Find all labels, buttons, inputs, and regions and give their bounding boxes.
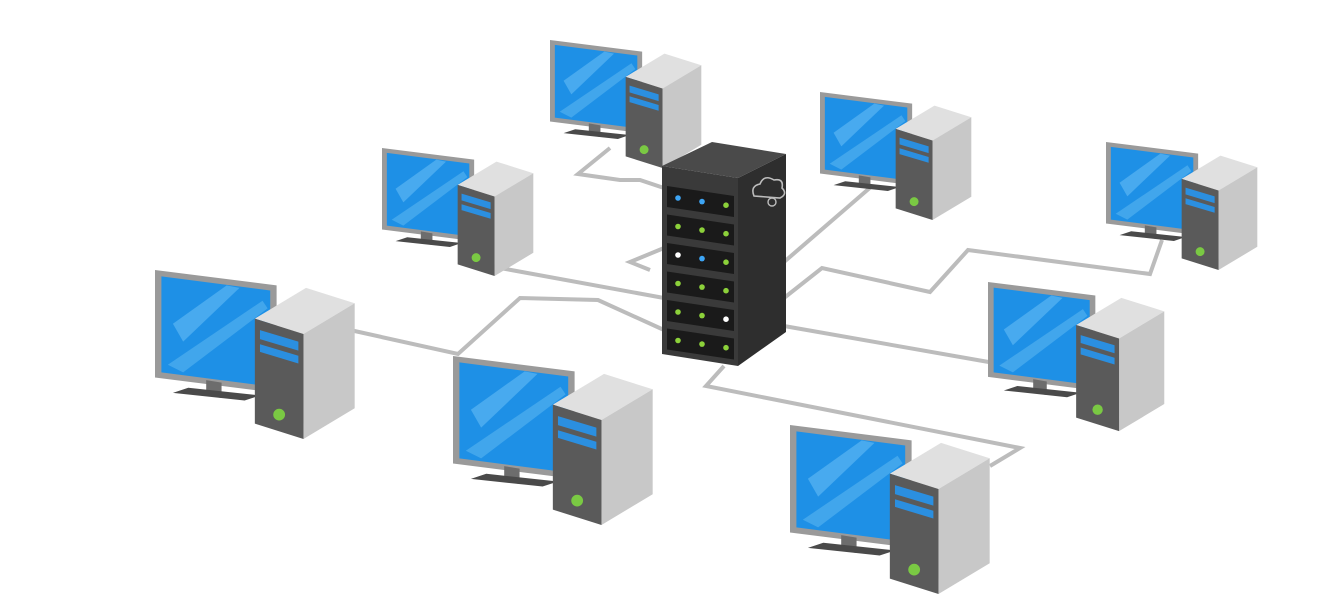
status-led-icon <box>723 202 729 208</box>
status-led-icon <box>723 316 729 323</box>
monitor-screen <box>386 152 470 237</box>
drive-bay <box>667 186 734 217</box>
monitor-icon <box>550 40 643 139</box>
cable-workstation-7 <box>624 246 665 272</box>
drive-bay <box>667 271 734 303</box>
computer-tower-icon <box>457 161 534 277</box>
workstation-2 <box>820 92 972 221</box>
power-led-icon <box>908 563 921 576</box>
monitor-screen <box>993 287 1090 385</box>
workstation-4 <box>1106 142 1258 271</box>
computer-tower-icon <box>889 442 990 594</box>
status-led-icon <box>675 309 681 315</box>
workstation-3 <box>382 148 534 277</box>
status-led-icon <box>699 284 705 290</box>
status-led-icon <box>699 198 705 205</box>
computer-tower-icon <box>1181 155 1258 271</box>
status-led-icon <box>699 312 705 319</box>
status-led-icon <box>675 223 681 230</box>
status-led-icon <box>723 259 729 266</box>
cable-workstation-6 <box>783 324 1001 366</box>
monitor-icon <box>820 92 913 191</box>
status-led-icon <box>675 195 681 201</box>
cable-workstation-4 <box>782 239 1164 300</box>
computer-tower-icon <box>895 105 972 221</box>
computer-tower-icon <box>552 373 653 525</box>
cloud-gear-icon <box>752 176 786 207</box>
cable-workstation-5 <box>349 295 665 357</box>
workstation-6 <box>988 282 1165 432</box>
power-led-icon <box>639 145 649 155</box>
workstation-1 <box>550 40 702 169</box>
monitor-icon <box>1106 142 1199 241</box>
power-led-icon <box>571 494 584 507</box>
power-led-icon <box>1092 404 1103 415</box>
status-led-icon <box>675 280 681 287</box>
drive-bay <box>667 214 734 246</box>
status-led-icon <box>699 227 705 233</box>
power-led-icon <box>471 253 481 263</box>
workstation-5 <box>155 270 355 439</box>
monitor-icon <box>790 425 912 556</box>
status-led-icon <box>675 337 681 344</box>
workstation-8 <box>790 425 990 594</box>
status-led-icon <box>699 255 705 262</box>
monitor-screen <box>161 276 271 387</box>
status-led-icon <box>675 252 681 258</box>
computer-tower-icon <box>625 53 702 169</box>
server-rack <box>662 142 786 366</box>
power-led-icon <box>1195 247 1205 257</box>
monitor-icon <box>453 356 575 487</box>
monitor-screen <box>459 362 569 473</box>
computer-tower-icon <box>1076 297 1165 432</box>
cable-workstation-8 <box>702 364 1026 468</box>
status-led-icon <box>723 287 729 294</box>
cable-workstation-3 <box>499 266 665 300</box>
computer-tower-icon <box>254 287 355 439</box>
monitor-icon <box>382 148 475 247</box>
network-cables <box>349 146 1164 468</box>
drive-bay <box>667 300 734 331</box>
cable-workstation-2 <box>782 184 874 264</box>
monitor-screen <box>824 96 908 181</box>
monitor-icon <box>988 282 1096 398</box>
monitor-icon <box>155 270 277 401</box>
status-led-icon <box>699 341 705 347</box>
drive-bay <box>667 328 734 360</box>
network-nodes <box>155 40 1258 594</box>
monitor-screen <box>554 44 638 129</box>
monitor-screen <box>796 431 906 542</box>
cable-workstation-1 <box>573 146 665 190</box>
power-led-icon <box>909 197 919 207</box>
power-led-icon <box>273 408 286 421</box>
workstation-7 <box>453 356 653 525</box>
drive-bay <box>667 243 734 274</box>
monitor-screen <box>1110 146 1194 231</box>
status-led-icon <box>723 230 729 237</box>
status-led-icon <box>723 344 729 351</box>
